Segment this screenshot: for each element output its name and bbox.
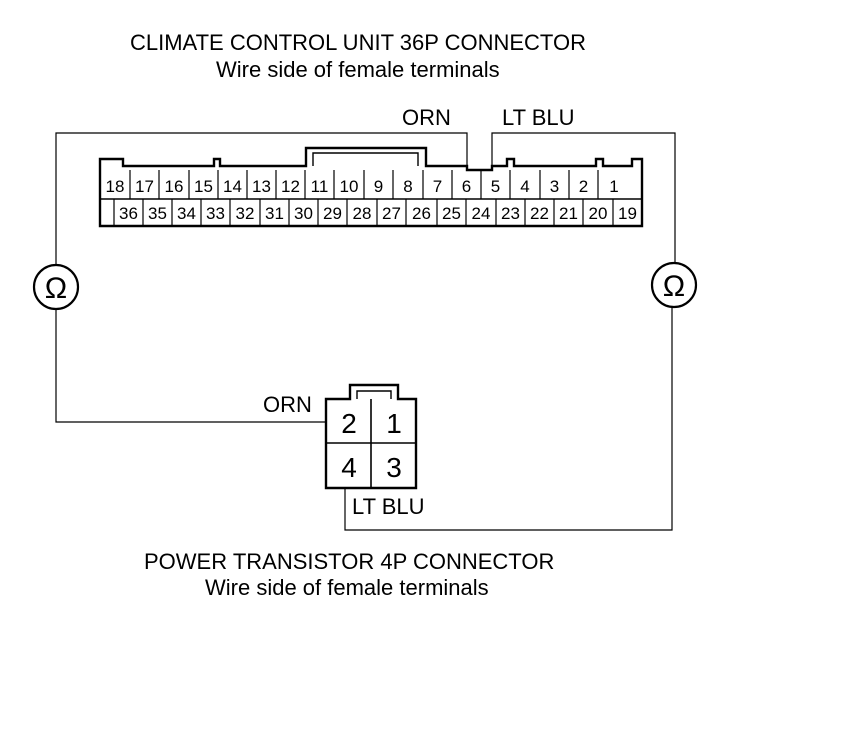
pin-label: 14: [223, 177, 242, 196]
pin-label: 1: [609, 177, 618, 196]
pin-2: 2: [341, 408, 357, 439]
pin-label: 16: [165, 177, 184, 196]
pin-label: 13: [252, 177, 271, 196]
ohm-icon: Ω: [45, 272, 67, 305]
power-transistor-4p-connector: 2 1 4 3: [324, 383, 418, 490]
wire-label-ltblu-bottom: LT BLU: [352, 494, 425, 519]
pin-label: 6: [462, 177, 471, 196]
pin-label: 22: [530, 204, 549, 223]
pin-label: 21: [559, 204, 578, 223]
wire-label-ltblu-top: LT BLU: [502, 105, 575, 130]
pin-label: 4: [520, 177, 529, 196]
ohm-icon: Ω: [663, 270, 685, 303]
pin-4: 4: [341, 452, 357, 483]
pin-label: 32: [236, 204, 255, 223]
climate-connector-subtitle: Wire side of female terminals: [216, 57, 500, 82]
power-transistor-connector-subtitle: Wire side of female terminals: [205, 575, 489, 600]
pin-label: 10: [340, 177, 359, 196]
pin-label: 34: [177, 204, 196, 223]
pin-label: 30: [294, 204, 313, 223]
pin-label: 31: [265, 204, 284, 223]
pin-label: 25: [442, 204, 461, 223]
pin-label: 9: [374, 177, 383, 196]
power-transistor-connector-title: POWER TRANSISTOR 4P CONNECTOR: [144, 549, 554, 574]
pin-label: 2: [579, 177, 588, 196]
pin-label: 17: [135, 177, 154, 196]
pin-label: 33: [206, 204, 225, 223]
pin-label: 12: [281, 177, 300, 196]
pin-label: 15: [194, 177, 213, 196]
ohmmeter-left: Ω: [32, 263, 80, 311]
pin-label: 29: [323, 204, 342, 223]
pin-label: 8: [403, 177, 412, 196]
pin-label: 35: [148, 204, 167, 223]
pin-label: 19: [618, 204, 637, 223]
pin-label: 20: [589, 204, 608, 223]
pin-label: 28: [353, 204, 372, 223]
wire-circuit-right: [344, 132, 676, 531]
pin-label: 5: [491, 177, 500, 196]
ohmmeter-right: Ω: [650, 261, 698, 309]
pin-label: 24: [472, 204, 491, 223]
pin-label: 23: [501, 204, 520, 223]
top-row-cells: 18 17 16 15 14 13 12 11 10 9 8 7 6 5 4 3 2 1: [106, 170, 619, 199]
pin-label: 36: [119, 204, 138, 223]
pin-3: 3: [386, 452, 402, 483]
pin-label: 11: [311, 177, 329, 196]
wire-circuit-left: [55, 132, 468, 423]
wire-label-orn-bottom: ORN: [263, 392, 312, 417]
climate-connector-title: CLIMATE CONTROL UNIT 36P CONNECTOR: [130, 30, 586, 55]
pin-label: 7: [433, 177, 442, 196]
pin-label: 18: [106, 177, 125, 196]
wire-label-orn-top: ORN: [402, 105, 451, 130]
pin-label: 27: [382, 204, 401, 223]
bottom-row-cells: 36 35 34 33 32 31 30 29 28 27 26 25 24 23 22 21 20 19: [113, 199, 637, 226]
pin-label: 3: [550, 177, 559, 196]
pin-label: 26: [412, 204, 431, 223]
pin-1: 1: [386, 408, 402, 439]
